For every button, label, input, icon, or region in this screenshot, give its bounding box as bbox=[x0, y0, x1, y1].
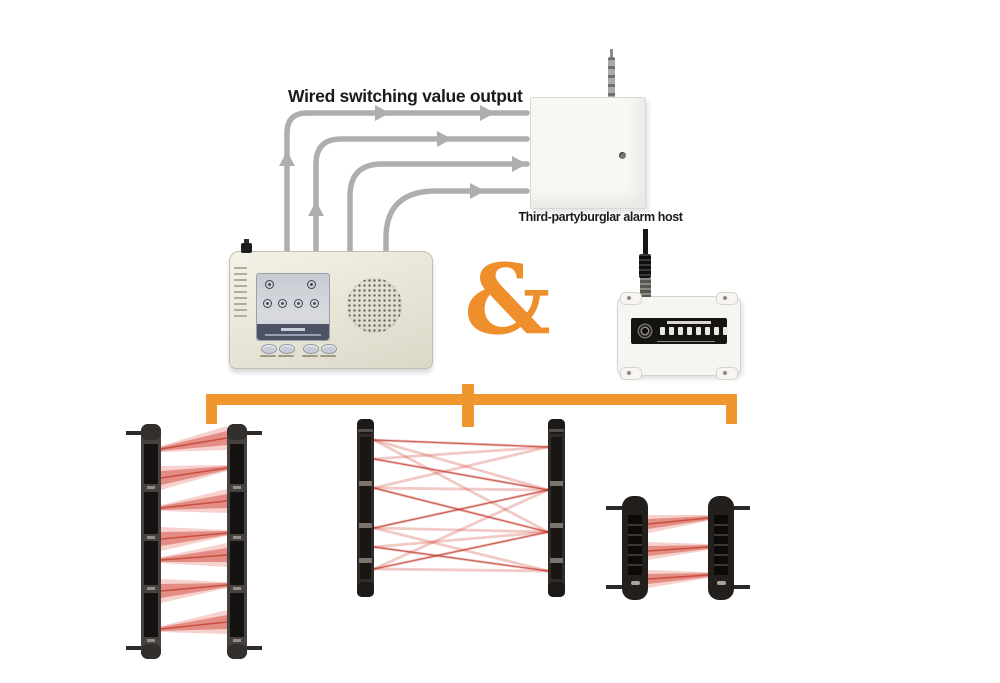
beam-tower bbox=[357, 419, 374, 597]
beam-sensor-pair-middle bbox=[357, 419, 565, 597]
third-party-alarm-host bbox=[530, 97, 646, 209]
dip-switch-icon bbox=[714, 327, 719, 335]
indicator-icon bbox=[307, 280, 316, 289]
button-label-mark bbox=[320, 355, 336, 357]
dip-switch-icon bbox=[723, 327, 728, 335]
orange-bracket bbox=[206, 384, 737, 427]
bracket-right-tick bbox=[726, 394, 737, 424]
wireless-transmitter bbox=[617, 229, 741, 380]
button-label-mark bbox=[302, 355, 318, 357]
display-model-band bbox=[257, 324, 329, 340]
dip-switch-icon bbox=[705, 327, 710, 335]
panel-button bbox=[279, 344, 295, 354]
lock-screw-icon bbox=[619, 152, 626, 159]
antenna-icon bbox=[608, 57, 615, 99]
dip-switch-icon bbox=[660, 327, 665, 335]
beam-sensor-pair-left bbox=[126, 424, 262, 659]
dip-switch-icon bbox=[678, 327, 683, 335]
diagram-title: Wired switching value output bbox=[288, 86, 523, 106]
ampersand-symbol: & bbox=[464, 243, 551, 356]
zone-indicator-icon bbox=[263, 299, 272, 308]
beam-tower bbox=[606, 496, 648, 600]
bracket-center-tick bbox=[462, 384, 474, 427]
alarm-host-caption: Third-partyburglar alarm host bbox=[518, 210, 683, 224]
dip-switch-icon bbox=[687, 327, 692, 335]
dip-switch-icon bbox=[669, 327, 674, 335]
beam-tower bbox=[708, 496, 750, 600]
infrared-beams bbox=[647, 515, 709, 588]
arrowhead-right-icon bbox=[437, 131, 452, 147]
arrowhead-right-icon bbox=[470, 183, 485, 199]
panel-button bbox=[321, 344, 337, 354]
dip-switch-row bbox=[660, 327, 728, 335]
antenna-tip-icon bbox=[610, 49, 613, 58]
antenna-icon bbox=[241, 239, 252, 253]
infrared-beams bbox=[160, 426, 228, 634]
beam-tower bbox=[227, 424, 262, 659]
mounting-ear bbox=[716, 367, 738, 380]
mounting-ear bbox=[620, 367, 642, 380]
dip-switch-icon bbox=[696, 327, 701, 335]
alarm-control-panel bbox=[229, 239, 433, 369]
mounting-ear bbox=[716, 292, 738, 305]
bracket-left-tick bbox=[206, 394, 217, 424]
infrared-beams bbox=[372, 438, 550, 573]
flow-arrow-wire bbox=[347, 161, 530, 257]
beam-sensor-pair-right bbox=[606, 496, 750, 600]
button-label-mark bbox=[278, 355, 294, 357]
transmitter-label-strip bbox=[631, 318, 728, 344]
mounting-ear bbox=[620, 292, 642, 305]
zone-indicator-icon bbox=[310, 299, 319, 308]
arrowhead-right-icon bbox=[512, 156, 527, 172]
antenna-base-icon bbox=[640, 278, 651, 297]
wiring-arrows bbox=[279, 105, 530, 257]
arrowhead-up-icon bbox=[279, 151, 295, 166]
beam-tower bbox=[126, 424, 161, 659]
zone-indicator-icon bbox=[278, 299, 287, 308]
speaker-grille-icon bbox=[347, 278, 402, 333]
flow-arrow-wire bbox=[313, 136, 530, 257]
flow-arrow-wire bbox=[383, 188, 530, 257]
arrowhead-right-icon bbox=[480, 105, 495, 121]
button-label-mark bbox=[260, 355, 276, 357]
panel-button bbox=[303, 344, 319, 354]
arrowhead-right-icon bbox=[375, 105, 390, 121]
antenna-segment-icon bbox=[639, 254, 651, 278]
zone-indicator-icon bbox=[294, 299, 303, 308]
control-panel-display bbox=[256, 273, 330, 341]
indicator-icon bbox=[265, 280, 274, 289]
arrowhead-up-icon bbox=[308, 201, 324, 216]
flow-arrow-wire bbox=[284, 110, 530, 257]
beam-tower bbox=[548, 419, 565, 597]
vent-slots bbox=[234, 267, 247, 319]
dial-knob-icon bbox=[636, 322, 654, 340]
panel-button bbox=[261, 344, 277, 354]
